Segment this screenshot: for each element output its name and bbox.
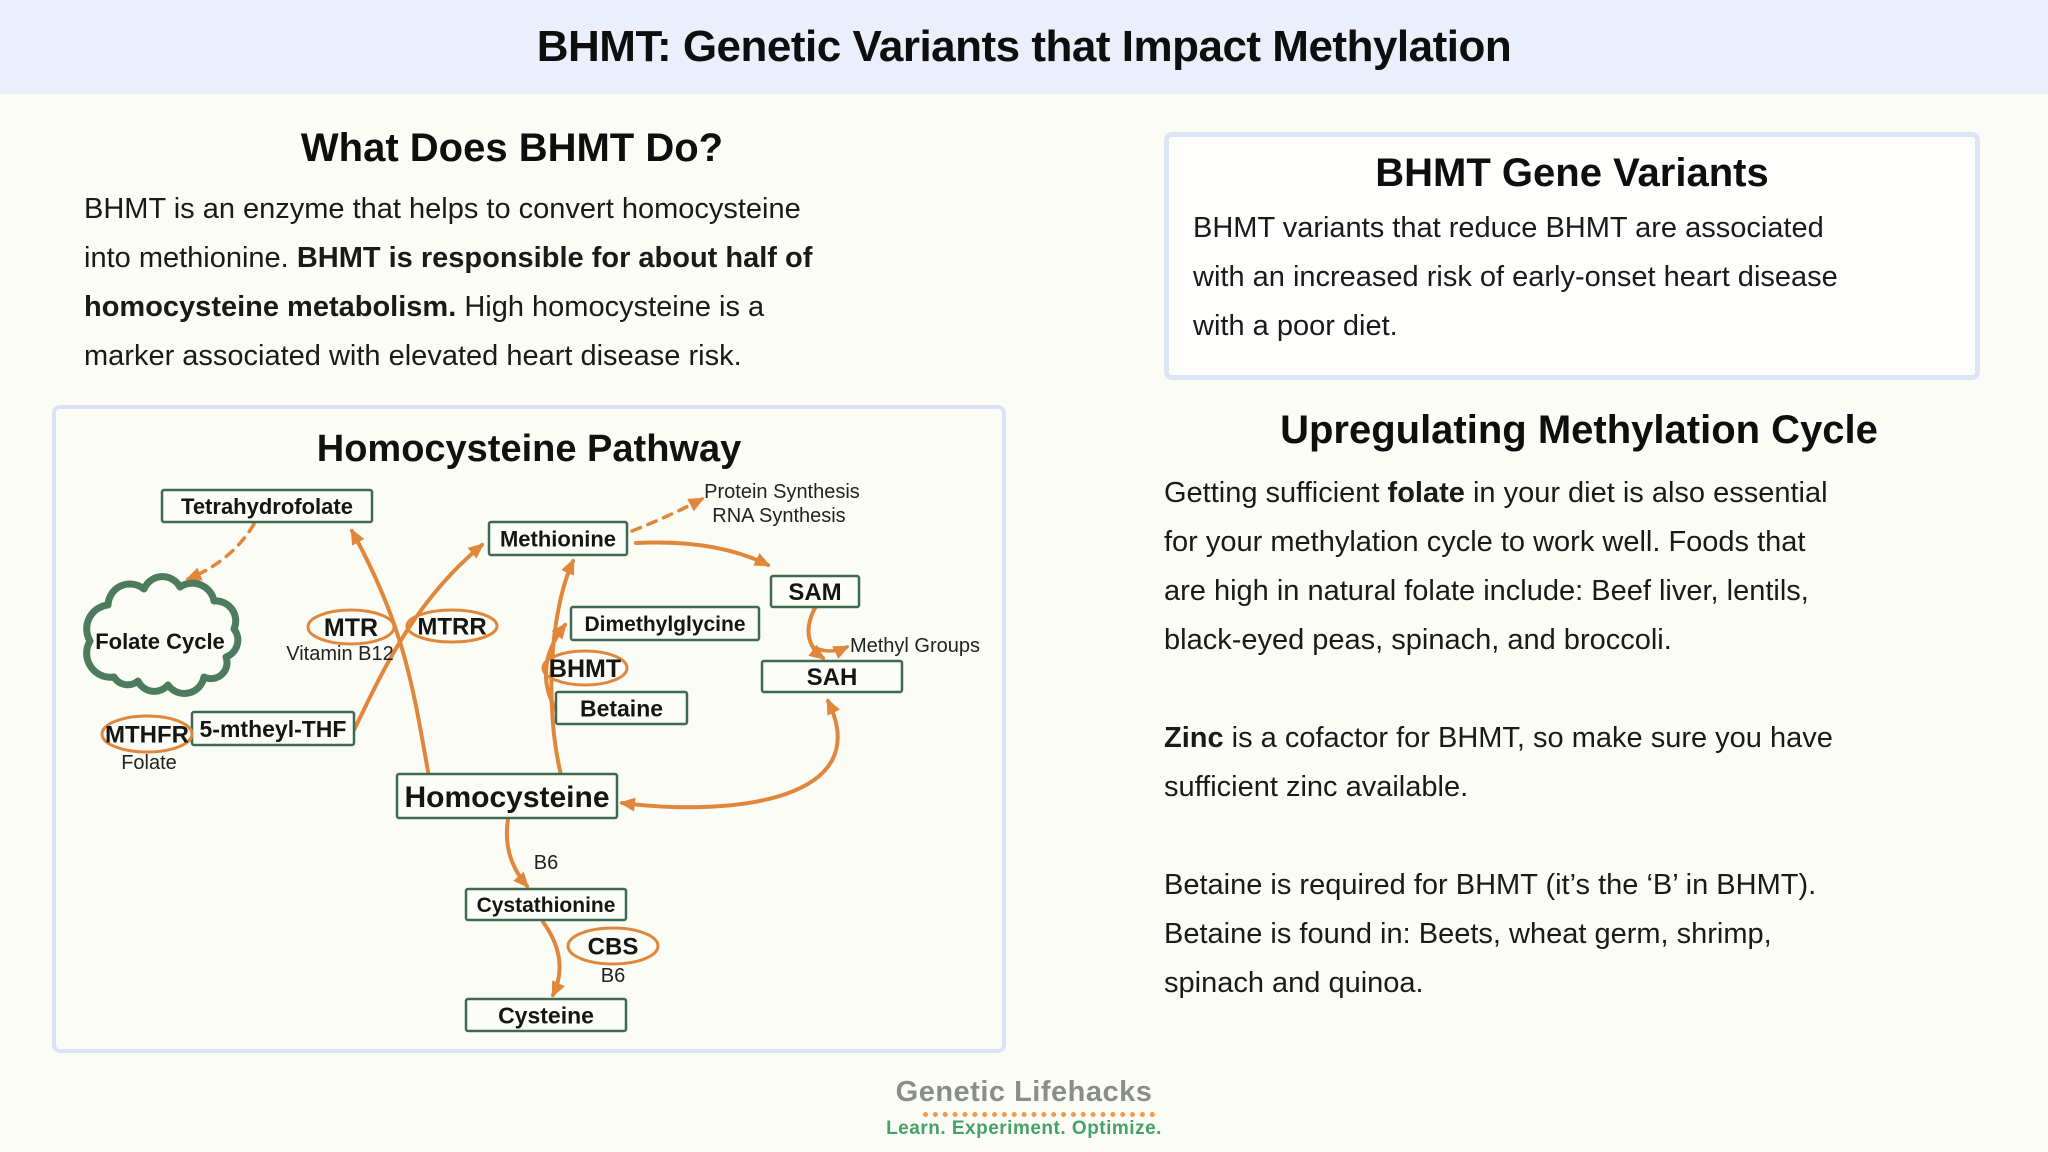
svg-text:Dimethylglycine: Dimethylglycine	[584, 613, 745, 636]
svg-text:MTHFR: MTHFR	[105, 722, 189, 749]
arrow-to-methyl-groups	[811, 645, 850, 659]
homocysteine-pathway-panel: Homocysteine Pathway Folate Cycle Tetrah…	[52, 405, 1006, 1053]
arrow-betaine-to-dimethylglycine	[543, 622, 567, 712]
what-does-bhmt-do-paragraph: BHMT is an enzyme that helps to convert …	[84, 193, 813, 372]
pathway-box-dimethylglycine: Dimethylglycine	[569, 605, 761, 642]
section-heading-gene-variants: BHMT Gene Variants	[1375, 151, 1769, 195]
arrow-tetrahydrofolate-to-folate-cycle	[185, 522, 256, 581]
pathway-enzyme-bhmt: BHMT	[541, 649, 629, 687]
svg-text:Methionine: Methionine	[500, 526, 616, 551]
upregulating-section: Upregulating Methylation Cycle Getting s…	[1164, 408, 1994, 1057]
svg-text:Homocysteine: Homocysteine	[404, 781, 609, 814]
pathway-label: RNA Synthesis	[712, 505, 845, 527]
pathway-enzyme-mtrr: MTRR	[405, 608, 499, 644]
pathway-arrows	[185, 497, 850, 998]
bhmt-gene-variants-box: BHMT Gene Variants BHMT variants that re…	[1164, 132, 1980, 380]
svg-text:5-mtheyl-THF: 5-mtheyl-THF	[200, 716, 347, 742]
pathway-box-5-mtheyl-thf: 5-mtheyl-THF	[190, 710, 356, 747]
diagram-title: Homocysteine Pathway	[317, 428, 741, 470]
arrow-homocysteine-to-cystathionine	[504, 817, 529, 889]
pathway-box-methionine: Methionine	[487, 520, 629, 557]
svg-text:Cysteine: Cysteine	[498, 1002, 594, 1028]
svg-text:SAM: SAM	[788, 579, 841, 606]
section-heading-what-does-bhmt-do: What Does BHMT Do?	[300, 126, 724, 170]
svg-text:BHMT: BHMT	[549, 655, 621, 683]
pathway-label: Vitamin B12	[286, 643, 393, 665]
arrow-methionine-to-sam	[634, 540, 771, 567]
pathway-box-sah: SAH	[760, 659, 904, 694]
pathway-box-cysteine: Cysteine	[464, 997, 628, 1033]
svg-text:MTRR: MTRR	[417, 614, 486, 641]
what-does-bhmt-do-section: What Does BHMT Do? BHMT is an enzyme tha…	[62, 126, 962, 381]
pathway-enzyme-mthfr: MTHFR	[100, 714, 194, 754]
svg-text:SAH: SAH	[807, 664, 858, 691]
pathway-label: Methyl Groups	[850, 635, 980, 657]
pathway-label: Folate	[121, 752, 177, 774]
folate-paragraph: Getting sufficient folate in your diet i…	[1164, 477, 1828, 656]
arrow-sam-to-sah	[806, 604, 826, 660]
brand-tagline: Learn. Experiment. Optimize.	[886, 1118, 1162, 1139]
pathway-label: B6	[534, 852, 558, 874]
brand-name: Genetic Lifehacks	[895, 1076, 1153, 1108]
dotted-divider	[923, 1112, 1155, 1117]
pathway-box-cystathionine: Cystathionine	[464, 887, 628, 922]
folate-cycle-label: Folate Cycle	[95, 629, 225, 654]
pathway-box-tetrahydrofolate: Tetrahydrofolate	[160, 488, 374, 524]
pathway-enzyme-mtr: MTR	[306, 608, 396, 646]
arrow-methionine-to-synthesis	[630, 497, 705, 533]
svg-text:Tetrahydrofolate: Tetrahydrofolate	[181, 494, 353, 519]
folate-cycle-cloud: Folate Cycle	[83, 573, 242, 697]
svg-text:Betaine: Betaine	[580, 695, 663, 721]
arrow-homocysteine-to-methionine	[549, 558, 575, 777]
arrow-5methylthf-to-methionine	[352, 543, 485, 732]
genetic-lifehacks-logo: Genetic Lifehacks Learn. Experiment. Opt…	[0, 1076, 2048, 1140]
svg-text:Cystathionine: Cystathionine	[477, 894, 616, 917]
gene-variants-paragraph: BHMT variants that reduce BHMT are assoc…	[1193, 212, 1838, 342]
svg-text:MTR: MTR	[324, 614, 378, 642]
homocysteine-pathway-diagram: Homocysteine Pathway Folate Cycle Tetrah…	[83, 428, 980, 1033]
section-heading-upregulating: Upregulating Methylation Cycle	[1280, 408, 1878, 452]
zinc-paragraph: Zinc is a cofactor for BHMT, so make sur…	[1164, 722, 1833, 803]
title-banner: BHMT: Genetic Variants that Impact Methy…	[0, 0, 2048, 94]
pathway-enzyme-cbs: CBS	[566, 926, 660, 966]
arrow-homocysteine-to-tetrahydrofolate	[350, 528, 431, 779]
arrow-sah-homocysteine	[619, 698, 840, 812]
page-title: BHMT: Genetic Variants that Impact Methy…	[536, 22, 1512, 71]
pathway-box-homocysteine: Homocysteine	[395, 772, 619, 820]
svg-text:CBS: CBS	[588, 934, 639, 961]
betaine-paragraph: Betaine is required for BHMT (it’s the ‘…	[1164, 869, 1817, 999]
arrow-cystathionine-to-cysteine	[541, 920, 565, 998]
pathway-box-sam: SAM	[769, 574, 861, 609]
pathway-label: B6	[601, 965, 625, 987]
pathway-label: Protein Synthesis	[704, 481, 860, 503]
pathway-box-betaine: Betaine	[554, 690, 689, 726]
